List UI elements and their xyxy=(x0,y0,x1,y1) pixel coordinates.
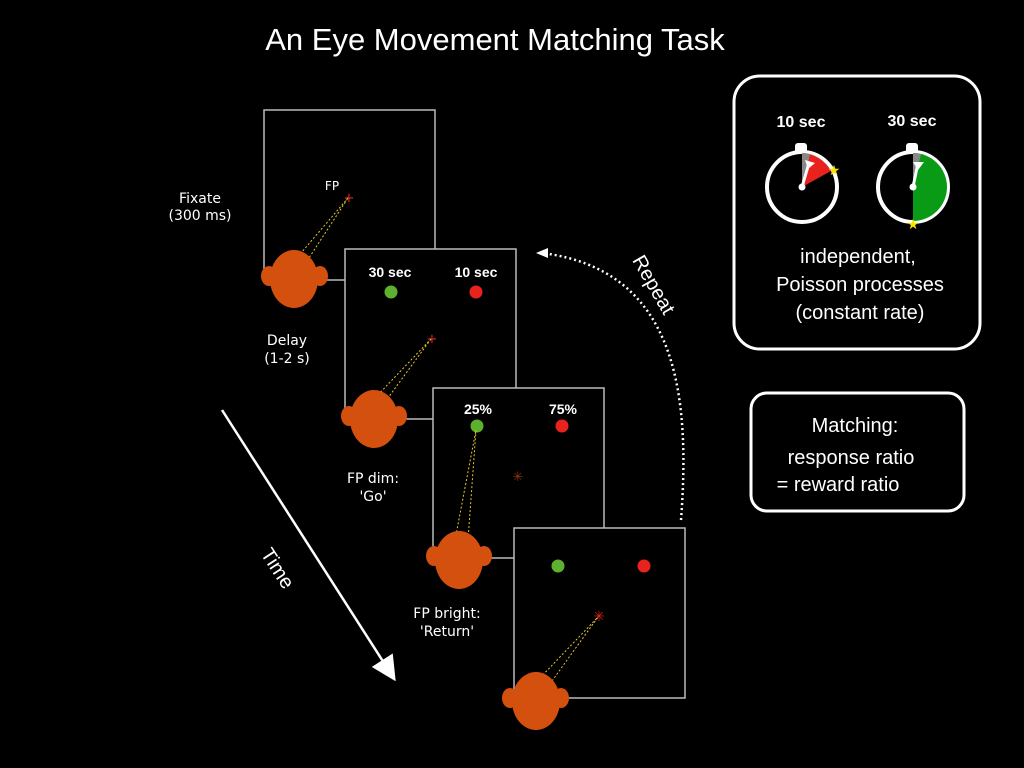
clocks-box xyxy=(732,74,982,351)
stopwatch-10s-icon: ★ xyxy=(765,143,841,224)
bright-fixation-point: ✳ xyxy=(593,609,605,625)
fixation-point: + xyxy=(427,332,438,347)
svg-text:★: ★ xyxy=(828,163,841,179)
repeat-label: Repeat xyxy=(628,252,680,319)
monkey-head-icon xyxy=(341,390,407,448)
red-target xyxy=(555,419,569,433)
matching-line1: Matching: xyxy=(812,415,899,437)
delay-duration: (1-2 s) xyxy=(264,351,310,367)
green-target xyxy=(384,285,398,299)
clock-left-label: 10 sec xyxy=(777,114,826,131)
time-arrow xyxy=(220,409,396,682)
delay-right-target-label: 10 sec xyxy=(455,264,498,280)
return-label: FP bright: xyxy=(413,606,480,622)
fp-label: FP xyxy=(325,179,339,193)
svg-text:★: ★ xyxy=(907,217,920,233)
matching-line2: response ratio xyxy=(788,447,915,469)
matching-line3: = reward ratio xyxy=(777,474,900,496)
time-label: Time xyxy=(256,544,298,593)
monkey-head-icon xyxy=(502,672,569,730)
clocks-line1: independent, xyxy=(800,246,916,268)
repeat-arrowhead xyxy=(536,248,548,258)
fixate-duration: (300 ms) xyxy=(168,208,231,224)
fixate-label: Fixate xyxy=(179,191,221,207)
clocks-line2: Poisson processes xyxy=(776,274,944,296)
red-target xyxy=(637,559,651,573)
dim-fixation-point: ✳ xyxy=(513,470,524,485)
go-left-prob: 25% xyxy=(464,401,493,417)
go-label: FP dim: xyxy=(347,471,399,487)
monkey-head-icon xyxy=(261,250,328,308)
go-right-prob: 75% xyxy=(549,401,578,417)
clock-right-label: 30 sec xyxy=(888,113,937,130)
stopwatch-30s-icon: ★ xyxy=(876,143,950,233)
matching-box xyxy=(749,391,966,513)
red-target xyxy=(469,285,483,299)
return-sublabel: 'Return' xyxy=(420,624,474,640)
green-target xyxy=(551,559,565,573)
go-sublabel: 'Go' xyxy=(359,489,386,505)
clocks-line3: (constant rate) xyxy=(796,302,925,324)
frame-return: ✳ xyxy=(513,527,686,699)
page-title: An Eye Movement Matching Task xyxy=(265,22,725,57)
fixation-point: + xyxy=(344,191,355,206)
green-target xyxy=(470,419,484,433)
monkey-head-icon xyxy=(426,531,492,589)
delay-left-target-label: 30 sec xyxy=(369,264,412,280)
delay-label: Delay xyxy=(267,333,307,349)
